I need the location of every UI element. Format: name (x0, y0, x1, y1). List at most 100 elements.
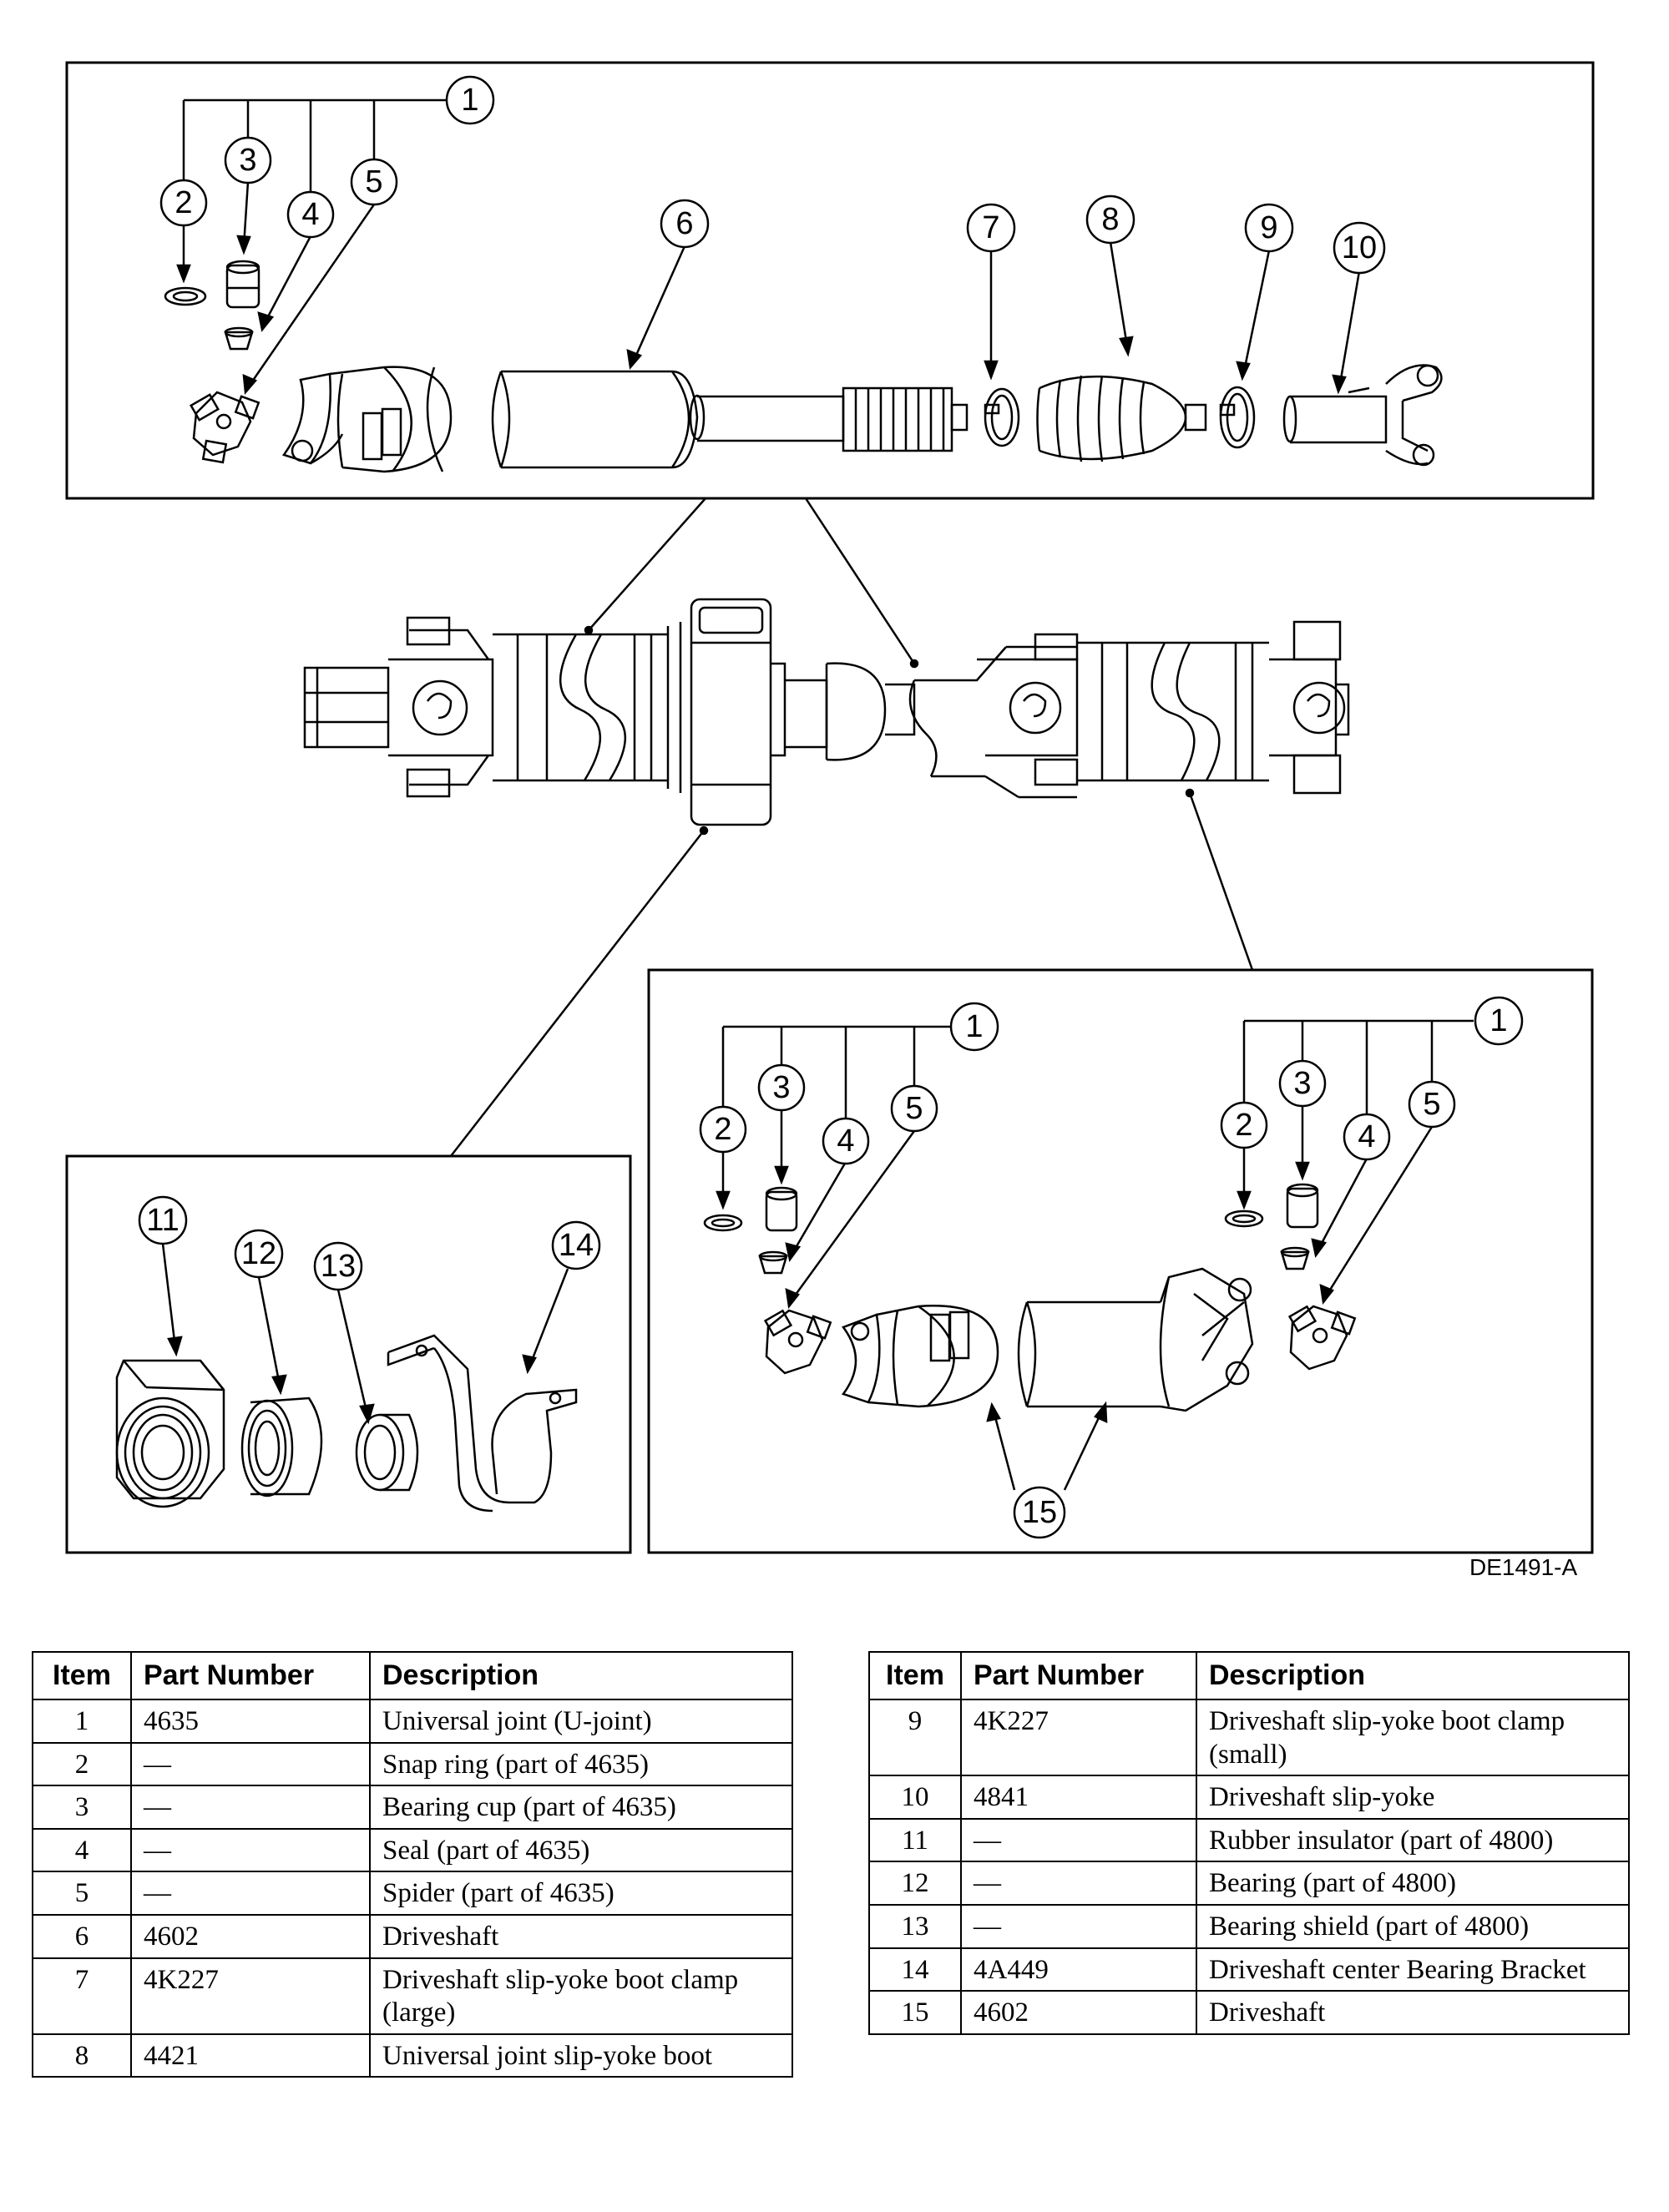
cell-description: Universal joint (U-joint) (369, 1699, 793, 1744)
cell-part-number: — (130, 1785, 371, 1830)
callout-6 (660, 199, 710, 249)
callout-3-left (757, 1063, 806, 1112)
cell-item: 3 (32, 1785, 132, 1830)
cell-description: Bearing cup (part of 4635) (369, 1785, 793, 1830)
callout-label: 5 (365, 164, 382, 199)
callout-label: 1 (1489, 1003, 1507, 1038)
cell-part-number: — (960, 1817, 1197, 1863)
cell-item: 7 (32, 1957, 132, 2035)
table-row: 3—Bearing cup (part of 4635) (32, 1785, 793, 1830)
cell-part-number: 4841 (960, 1775, 1197, 1820)
table-row: 2—Snap ring (part of 4635) (32, 1741, 793, 1787)
callout-label: 8 (1101, 202, 1119, 237)
callout-3-right (1278, 1059, 1327, 1108)
cell-description: Driveshaft (369, 1913, 793, 1959)
cell-description: Seal (part of 4635) (369, 1827, 793, 1873)
callout-5-left (890, 1084, 938, 1133)
callout-label: 5 (905, 1091, 923, 1126)
callout-label: 9 (1260, 210, 1277, 245)
callout-13 (313, 1241, 363, 1291)
callout-4-top (286, 190, 335, 239)
callout-1-top (445, 75, 495, 125)
callout-10 (1333, 221, 1386, 275)
exploded-driveshaft-diagram: 1 2 3 4 5 6 7 8 9 10 11 12 13 14 1 2 3 4… (65, 61, 1595, 1554)
cell-description: Driveshaft slip-yoke boot clamp (small) (1196, 1698, 1630, 1777)
cell-part-number: 4602 (130, 1913, 371, 1959)
top-panel (65, 61, 1595, 500)
callout-label: 3 (1293, 1066, 1311, 1101)
callout-label: 13 (321, 1249, 356, 1284)
cell-description: Driveshaft (1196, 1990, 1630, 2035)
callout-label: 11 (146, 1203, 179, 1238)
cell-description: Bearing (part of 4800) (1196, 1861, 1630, 1906)
header-part-number: Part Number (960, 1651, 1197, 1700)
cell-item: 15 (868, 1990, 962, 2035)
callout-label: 4 (301, 197, 319, 232)
callout-1-left (949, 1002, 999, 1052)
cell-part-number: 4602 (960, 1990, 1197, 2035)
callout-15 (1013, 1486, 1066, 1539)
cell-item: 6 (32, 1913, 132, 1959)
callout-3-top (224, 136, 272, 184)
cell-description: Bearing shield (part of 4800) (1196, 1903, 1630, 1949)
callout-label: 10 (1342, 230, 1377, 265)
callout-label: 3 (239, 143, 256, 178)
cell-description: Spider (part of 4635) (369, 1871, 793, 1916)
cell-part-number: — (130, 1741, 371, 1787)
cell-item: 13 (868, 1903, 962, 1949)
cell-item: 11 (868, 1817, 962, 1863)
callout-5-top (350, 158, 398, 206)
cell-description: Driveshaft center Bearing Bracket (1196, 1947, 1630, 1992)
cell-item: 12 (868, 1861, 962, 1906)
header-description: Description (369, 1651, 793, 1700)
callout-8 (1085, 194, 1135, 245)
cell-item: 2 (32, 1741, 132, 1787)
table-row: 13—Bearing shield (part of 4800) (868, 1903, 1630, 1949)
header-description: Description (1196, 1651, 1630, 1700)
callout-9 (1244, 203, 1294, 253)
cell-part-number: 4A449 (960, 1947, 1197, 1992)
callout-label: 15 (1022, 1495, 1057, 1530)
callout-label: 1 (965, 1009, 983, 1044)
callout-label: 2 (174, 185, 192, 220)
cell-description: Universal joint slip-yoke boot (369, 2033, 793, 2078)
table-row: 5—Spider (part of 4635) (32, 1871, 793, 1916)
callout-2-left (699, 1105, 747, 1154)
bottom-left-panel (65, 1154, 632, 1554)
callout-4-right (1343, 1113, 1391, 1161)
callout-label: 2 (714, 1112, 731, 1147)
callout-14 (551, 1220, 601, 1270)
cell-part-number: — (130, 1827, 371, 1873)
cell-part-number: 4K227 (130, 1957, 371, 2035)
callout-label: 5 (1423, 1087, 1440, 1122)
cell-part-number: 4421 (130, 2033, 371, 2078)
cell-part-number: — (130, 1871, 371, 1916)
header-part-number: Part Number (130, 1651, 371, 1700)
figure-reference-code: DE1491-A (1469, 1554, 1578, 1580)
cell-item: 9 (868, 1698, 962, 1777)
callout-5-right (1408, 1080, 1456, 1129)
header-item: Item (868, 1651, 962, 1700)
cell-description: Snap ring (part of 4635) (369, 1741, 793, 1787)
table-row: 11—Rubber insulator (part of 4800) (868, 1817, 1630, 1863)
cell-description: Driveshaft slip-yoke (1196, 1775, 1630, 1820)
bottom-right-panel (647, 968, 1594, 1554)
cell-item: 14 (868, 1947, 962, 1992)
callout-label: 6 (675, 206, 693, 241)
cell-item: 8 (32, 2033, 132, 2078)
table-row: 4—Seal (part of 4635) (32, 1827, 793, 1873)
cell-part-number: 4635 (130, 1699, 371, 1744)
cell-description: Driveshaft slip-yoke boot clamp (large) (369, 1957, 793, 2035)
header-item: Item (32, 1651, 132, 1700)
callout-label: 3 (772, 1070, 790, 1105)
callout-2-right (1220, 1101, 1268, 1149)
callout-11 (138, 1195, 188, 1245)
callout-label: 1 (461, 83, 478, 118)
